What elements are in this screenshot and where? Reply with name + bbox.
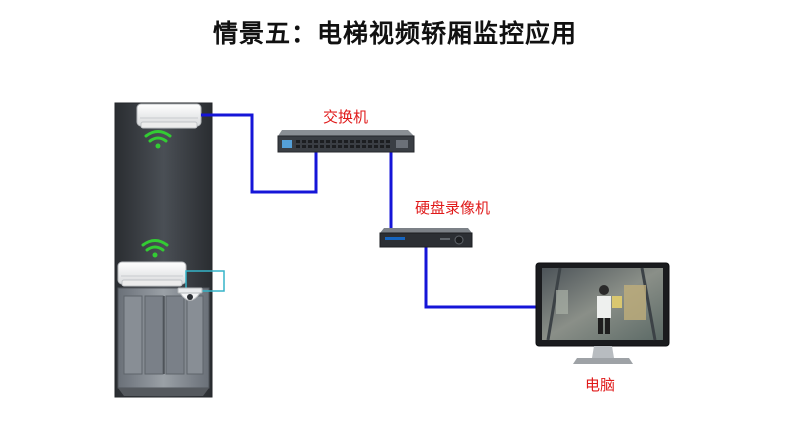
wifi-icon <box>141 239 169 258</box>
nvr-label: 硬盘录像机 <box>415 199 491 217</box>
elevator-car <box>117 287 210 396</box>
connector-box <box>185 270 225 292</box>
computer-label: 电脑 <box>585 376 616 394</box>
camera-feed <box>546 267 657 341</box>
wireless-bridge-icon <box>117 261 187 287</box>
wireless-bridge-icon <box>136 103 202 129</box>
page-title: 情景五：电梯视频轿厢监控应用 <box>212 19 577 48</box>
nvr-icon <box>379 228 473 248</box>
monitor-icon <box>535 262 670 364</box>
switch-label: 交换机 <box>323 108 369 126</box>
network-switch-icon <box>277 130 415 153</box>
dome-camera-icon <box>177 287 203 301</box>
wifi-icon <box>144 130 172 149</box>
